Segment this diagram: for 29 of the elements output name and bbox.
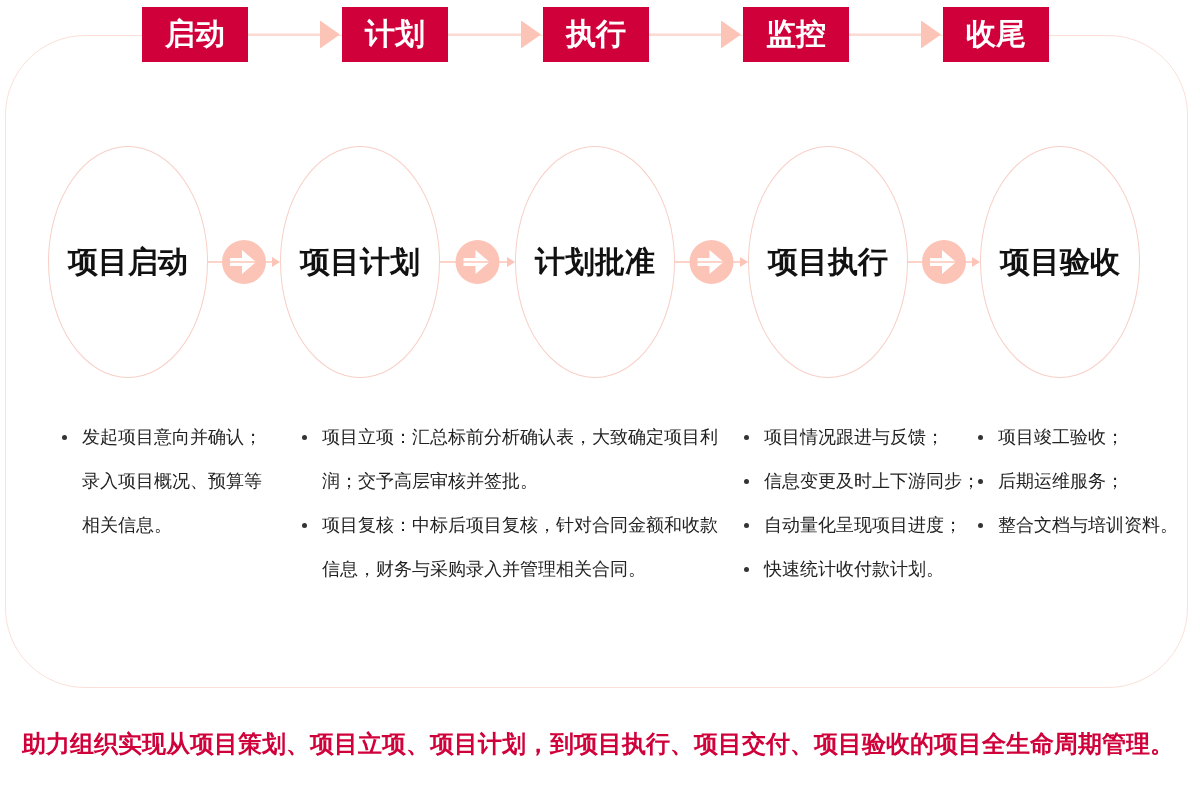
bullet-text: 项目复核：中标后项目复核，针对合同金额和收款信息，财务与采购录入并管理相关合同。: [322, 514, 718, 579]
arrow: [674, 240, 748, 284]
phase-label: 启动: [142, 7, 248, 62]
arrow: [447, 20, 541, 49]
bullet-text: 项目情况跟进与反馈；: [764, 426, 944, 447]
bullet-text: 整合文档与培训资料。: [998, 514, 1178, 535]
arrow: [439, 240, 515, 284]
stage-title: 项目启动: [68, 242, 188, 281]
bullet-text: 信息变更及时上下游同步；: [764, 470, 980, 491]
bullet-text: 自动量化呈现项目进度；: [764, 514, 962, 535]
stage-title: 项目执行: [768, 242, 888, 281]
phase-label: 监控: [743, 7, 849, 62]
arrow: [648, 20, 741, 49]
arrow: [907, 240, 980, 284]
arrow: [247, 20, 340, 49]
stage-title: 项目计划: [300, 242, 420, 281]
bullet-text: 快速统计收付款计划。: [764, 558, 944, 579]
bullet-text: 发起项目意向并确认；录入项目概况、预算等相关信息。: [82, 426, 262, 535]
arrow: [848, 20, 941, 49]
phase-label: 收尾: [943, 7, 1049, 62]
arrow: [207, 240, 280, 284]
stage-title: 计划批准: [535, 242, 655, 281]
phase-label: 执行: [543, 7, 649, 62]
caption: 助力组织实现从项目策划、项目立项、项目计划，到项目执行、项目交付、项目验收的项目全生命周期管理。: [22, 729, 1174, 760]
bullet-text: 项目立项：汇总标前分析确认表，大致确定项目利润；交予高层审核并签批。: [322, 426, 718, 491]
bullet-text: 后期运维服务；: [998, 470, 1124, 491]
bullet-text: 项目竣工验收；: [998, 426, 1124, 447]
phase-label: 计划: [342, 7, 448, 62]
stage-title: 项目验收: [1000, 242, 1120, 281]
